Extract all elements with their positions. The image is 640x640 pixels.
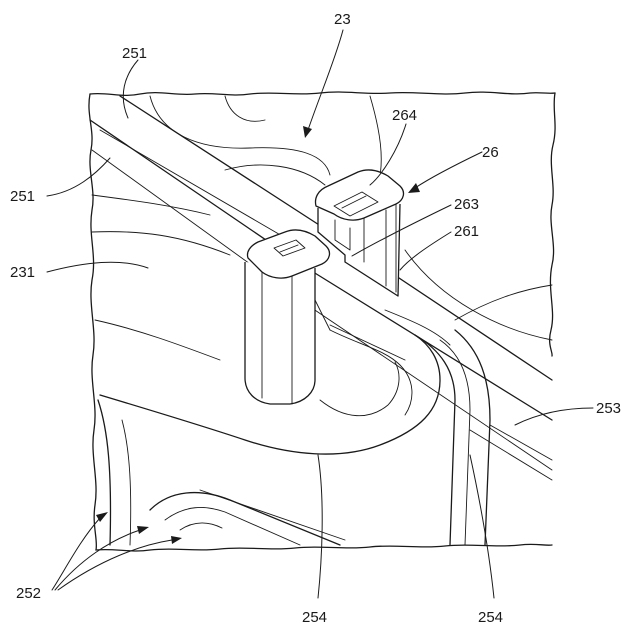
- arrow-23: [303, 126, 312, 138]
- region-curve-3: [95, 320, 220, 360]
- pocket-rim-inner: [165, 507, 300, 545]
- region-231: [92, 195, 230, 360]
- label-253: 253: [596, 400, 621, 417]
- leader-252-b: [55, 530, 140, 590]
- leader-254-right: [470, 455, 494, 598]
- leader-254-mid: [318, 455, 322, 598]
- leader-23: [308, 30, 343, 130]
- step-line-lower: [470, 430, 552, 480]
- label-254-mid: 254: [302, 609, 327, 626]
- leader-253: [515, 408, 593, 425]
- label-23: 23: [334, 11, 351, 28]
- plate-inner-curve: [225, 96, 265, 121]
- arrow-252-b: [137, 526, 149, 534]
- plate-rounded-contour: [150, 96, 330, 175]
- leader-26: [415, 152, 482, 188]
- rear-clip-26: [316, 170, 404, 296]
- plate-right-recess-2: [455, 285, 552, 320]
- leader-231: [47, 262, 148, 272]
- region-curve-1: [92, 195, 210, 215]
- label-251-left: 251: [10, 188, 35, 205]
- bottom-break-line: [96, 544, 552, 551]
- label-251-top: 251: [122, 45, 147, 62]
- front-post-shoulder: [315, 300, 330, 330]
- leader-252-c: [58, 540, 172, 590]
- leader-261: [400, 232, 451, 270]
- groove-mid-wall: [440, 340, 470, 545]
- front-post-body: [245, 262, 315, 404]
- label-231: 231: [10, 264, 35, 281]
- leader-251-top: [123, 60, 138, 118]
- leader-251-left: [47, 158, 110, 196]
- channel-top-lip: [330, 325, 405, 360]
- front-post: [245, 230, 330, 404]
- right-break-line: [550, 93, 555, 356]
- top-break-line: [90, 92, 555, 95]
- plate-right-recess: [405, 250, 552, 340]
- arrow-26: [408, 183, 420, 193]
- groove-left-wall: [415, 335, 455, 545]
- label-26: 26: [482, 144, 499, 161]
- pocket-rim: [150, 493, 340, 545]
- label-264: 264: [392, 107, 417, 124]
- step-line-upper: [490, 425, 552, 460]
- right-groove-254: [385, 310, 490, 545]
- surface-253: [470, 425, 552, 480]
- plate-sweep: [225, 165, 325, 185]
- arrow-252-c: [171, 536, 182, 544]
- pocket-252: [98, 400, 345, 545]
- channel-mid-wall: [330, 330, 412, 415]
- channel-inner-wall: [320, 362, 399, 416]
- label-261: 261: [454, 223, 479, 240]
- left-break-line: [89, 94, 96, 550]
- label-252: 252: [16, 585, 41, 602]
- pocket-left-wall: [98, 400, 111, 545]
- label-263: 263: [454, 196, 479, 213]
- pocket-rim-inner-2: [180, 523, 222, 530]
- pocket-left-wall-2: [122, 420, 131, 545]
- label-254-right: 254: [478, 609, 503, 626]
